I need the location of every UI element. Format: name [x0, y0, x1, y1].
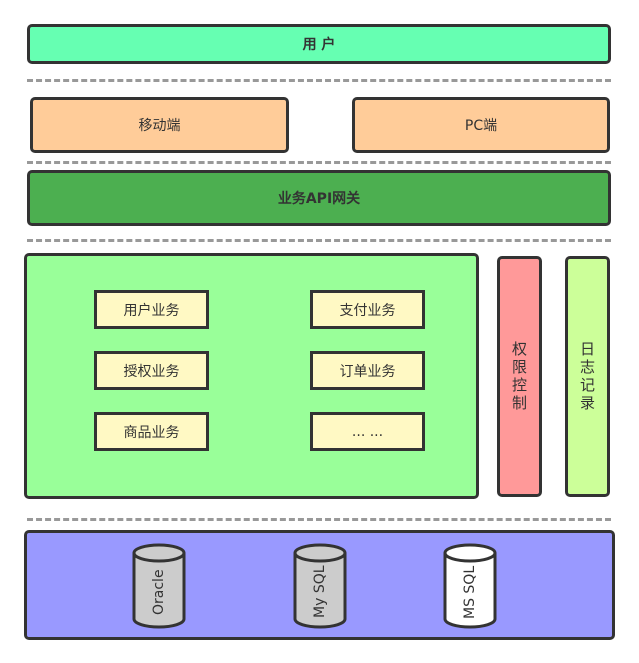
mobile-client: 移动端: [30, 97, 289, 153]
logging-label: 日志记录: [578, 340, 596, 413]
database-mssql: MS SQL: [442, 543, 498, 629]
service-label: 商品业务: [123, 424, 180, 441]
database-label: MS SQL: [462, 565, 478, 619]
service-payment: 支付业务: [310, 290, 425, 329]
pc-client: PC端: [352, 97, 610, 153]
service-auth: 授权业务: [94, 351, 209, 390]
database-icon: [293, 543, 347, 629]
service-more: ... ...: [310, 412, 425, 451]
database-oracle: Oracle: [131, 543, 187, 629]
database-icon: [132, 543, 186, 629]
service-label: ... ...: [351, 423, 384, 440]
database-label: My SQL: [312, 565, 328, 619]
user-layer: 用 户: [27, 24, 611, 64]
database-mysql: My SQL: [292, 543, 348, 629]
permission-control: 权限控制: [497, 256, 542, 497]
divider: [27, 79, 611, 82]
divider: [27, 239, 611, 242]
user-layer-label: 用 户: [302, 37, 336, 53]
permission-control-label: 权限控制: [510, 340, 528, 413]
service-label: 支付业务: [339, 302, 396, 319]
pc-client-label: PC端: [464, 118, 498, 134]
mobile-client-label: 移动端: [138, 118, 181, 134]
database-label: Oracle: [151, 569, 167, 615]
divider: [27, 518, 611, 521]
service-label: 用户业务: [123, 302, 180, 319]
service-label: 授权业务: [123, 363, 180, 380]
divider: [27, 161, 611, 164]
service-label: 订单业务: [339, 363, 396, 380]
logging: 日志记录: [565, 256, 610, 497]
database-icon: [443, 543, 497, 629]
service-product: 商品业务: [94, 412, 209, 451]
api-gateway: 业务API网关: [27, 170, 611, 226]
service-order: 订单业务: [310, 351, 425, 390]
api-gateway-label: 业务API网关: [277, 191, 361, 207]
service-user: 用户业务: [94, 290, 209, 329]
